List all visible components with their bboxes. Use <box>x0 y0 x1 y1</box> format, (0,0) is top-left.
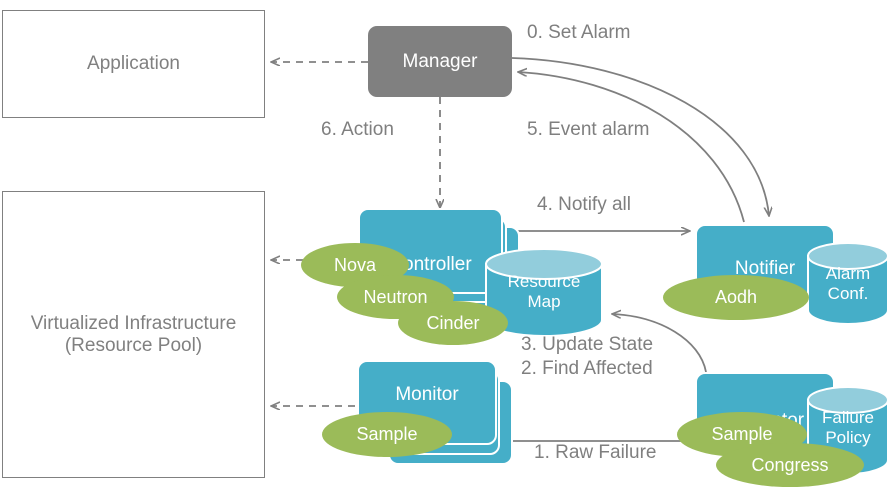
oval-inspector-sample-label: Sample <box>711 424 773 444</box>
label-find-affected: 2. Find Affected <box>521 358 653 379</box>
resource-map-label: Resource Map <box>507 272 581 311</box>
application-label: Application <box>87 53 180 74</box>
oval-nova-label: Nova <box>333 254 377 275</box>
resource-map-cylinder[interactable]: Resource Map <box>484 248 604 337</box>
label-raw-failure: 1. Raw Failure <box>534 442 657 463</box>
edge-event-alarm <box>518 72 745 223</box>
oval-neutron-label: Neutron <box>363 286 428 307</box>
infrastructure-label-line1: Virtualized Infrastructure <box>30 312 237 334</box>
oval-congress-label: Congress <box>751 454 829 475</box>
oval-aodh[interactable]: Aodh <box>663 275 809 320</box>
alarm-conf-cylinder-shape <box>807 242 889 325</box>
oval-nova[interactable]: Nova <box>301 243 409 287</box>
oval-cinder-label: Cinder <box>426 312 480 333</box>
oval-monitor-sample-label: Sample <box>356 424 418 444</box>
oval-aodh-label: Aodh <box>714 287 758 307</box>
resource-map-cylinder-shape <box>485 248 603 337</box>
failure-policy-label: Failure Policy <box>822 408 874 447</box>
oval-cinder[interactable]: Cinder <box>398 301 508 345</box>
application-box[interactable]: Application <box>2 10 265 118</box>
oval-neutron[interactable]: Neutron <box>337 275 454 319</box>
oval-monitor-sample[interactable]: Sample <box>322 412 452 457</box>
alarm-conf-cylinder[interactable]: Alarm Conf. <box>806 242 890 326</box>
label-notify-all: 4. Notify all <box>537 194 631 215</box>
oval-congress[interactable]: Congress <box>716 443 864 487</box>
manager-label: Manager <box>402 50 478 72</box>
infrastructure-box[interactable]: Virtualized Infrastructure (Resource Poo… <box>2 191 265 478</box>
controller-label: Controller <box>389 254 472 275</box>
edge-update-state <box>612 314 707 373</box>
label-update-state: 3. Update State <box>521 334 654 355</box>
infrastructure-label-line2: (Resource Pool) <box>64 334 203 356</box>
label-action: 6. Action <box>321 119 394 140</box>
monitor-label: Monitor <box>395 383 459 405</box>
edge-set-alarm <box>511 57 769 216</box>
label-set-alarm: 0. Set Alarm <box>527 22 631 43</box>
notifier-label: Notifier <box>734 257 796 279</box>
alarm-conf-label: Alarm Conf. <box>825 264 871 303</box>
manager-box[interactable]: Manager <box>368 26 512 97</box>
label-event-alarm: 5. Event alarm <box>527 119 650 140</box>
